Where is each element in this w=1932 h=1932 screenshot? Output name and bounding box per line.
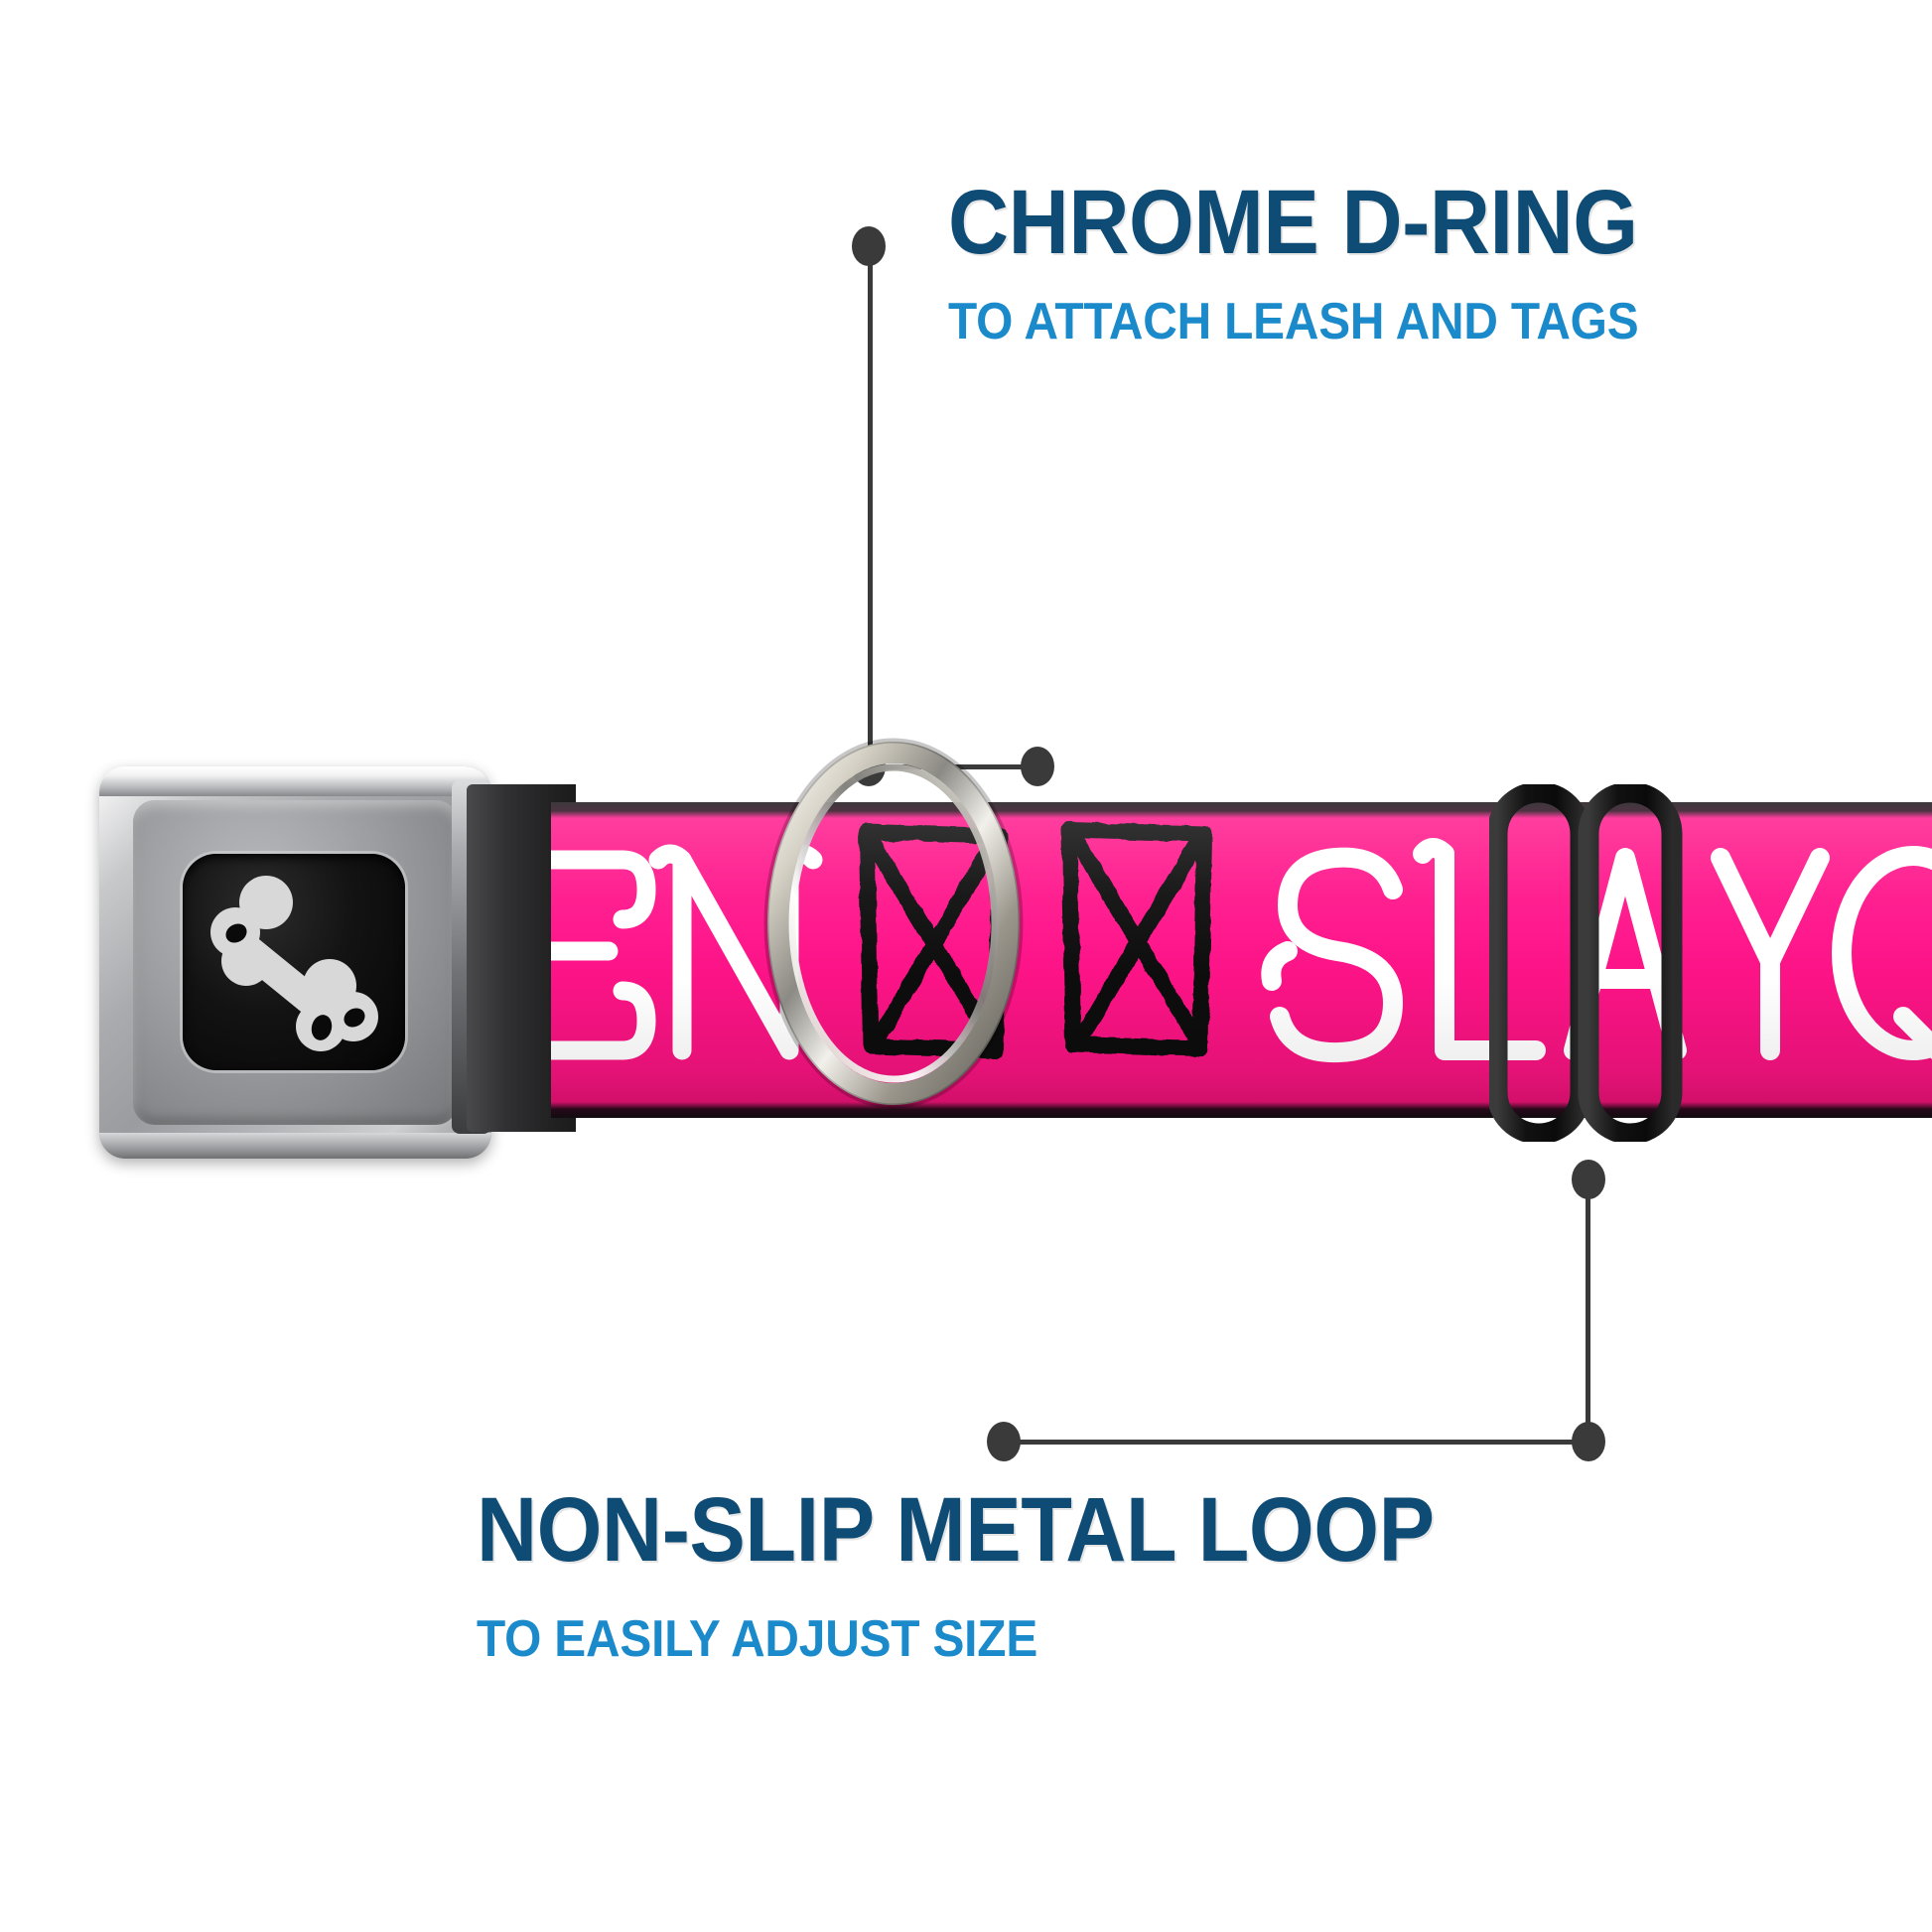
callout-non-slip-metal-loop: NON-SLIP METAL LOOP TO EASILY ADJUST SIZ…	[477, 1484, 1518, 1665]
leader-bottom-dot-end	[987, 1422, 1021, 1461]
leader-top-dot-target	[1021, 747, 1054, 786]
leader-bottom-vertical	[1586, 1181, 1590, 1449]
callout-bottom-headline: NON-SLIP METAL LOOP	[477, 1479, 1435, 1581]
buckle-black-inset	[183, 854, 405, 1070]
callout-top-headline: CHROME D-RING	[948, 172, 1638, 273]
leader-bottom-horizontal	[1003, 1440, 1587, 1445]
callout-chrome-d-ring: CHROME D-RING TO ATTACH LEASH AND TAGS	[948, 177, 1699, 347]
callout-bottom-subline: TO EASILY ADJUST SIZE	[477, 1610, 1038, 1668]
buckle-bottom-edge	[99, 1133, 491, 1159]
seatbelt-buckle	[99, 766, 491, 1159]
leader-top-vertical	[868, 246, 873, 762]
strap-printed-artwork	[551, 822, 1932, 1063]
leader-top-dot-upper	[852, 226, 886, 266]
chrome-d-ring	[763, 738, 1024, 1109]
buckle-top-edge	[99, 766, 491, 796]
metal-adjustment-loop	[1489, 784, 1683, 1142]
dog-bone-icon	[210, 876, 378, 1051]
callout-top-subline: TO ATTACH LEASH AND TAGS	[948, 293, 1639, 350]
